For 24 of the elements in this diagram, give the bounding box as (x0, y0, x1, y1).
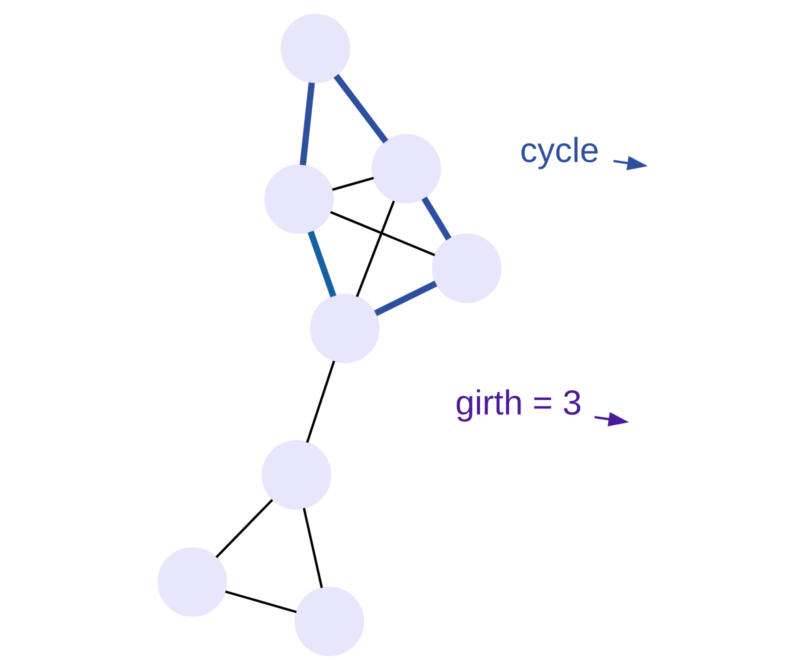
arrow (613, 156, 648, 170)
connector (215, 498, 274, 558)
node-circle (158, 547, 228, 617)
connector (306, 360, 336, 443)
connector (332, 176, 374, 191)
node-circle (432, 234, 502, 304)
node-text: girth = 3 (455, 384, 582, 423)
connector (374, 280, 438, 316)
node-circle (262, 440, 332, 510)
connector (421, 196, 452, 240)
node-circle (310, 294, 380, 364)
node-circle (264, 164, 334, 234)
connector (356, 200, 395, 298)
connector (330, 211, 436, 256)
node-circle (372, 134, 442, 204)
connector (334, 74, 388, 144)
connector (308, 230, 336, 298)
arrow (594, 412, 630, 426)
node-circle (294, 586, 364, 656)
connector (225, 590, 297, 614)
node-circle (280, 14, 350, 84)
connector (300, 82, 315, 166)
connector (302, 508, 323, 588)
node-text: cycle (520, 132, 600, 170)
